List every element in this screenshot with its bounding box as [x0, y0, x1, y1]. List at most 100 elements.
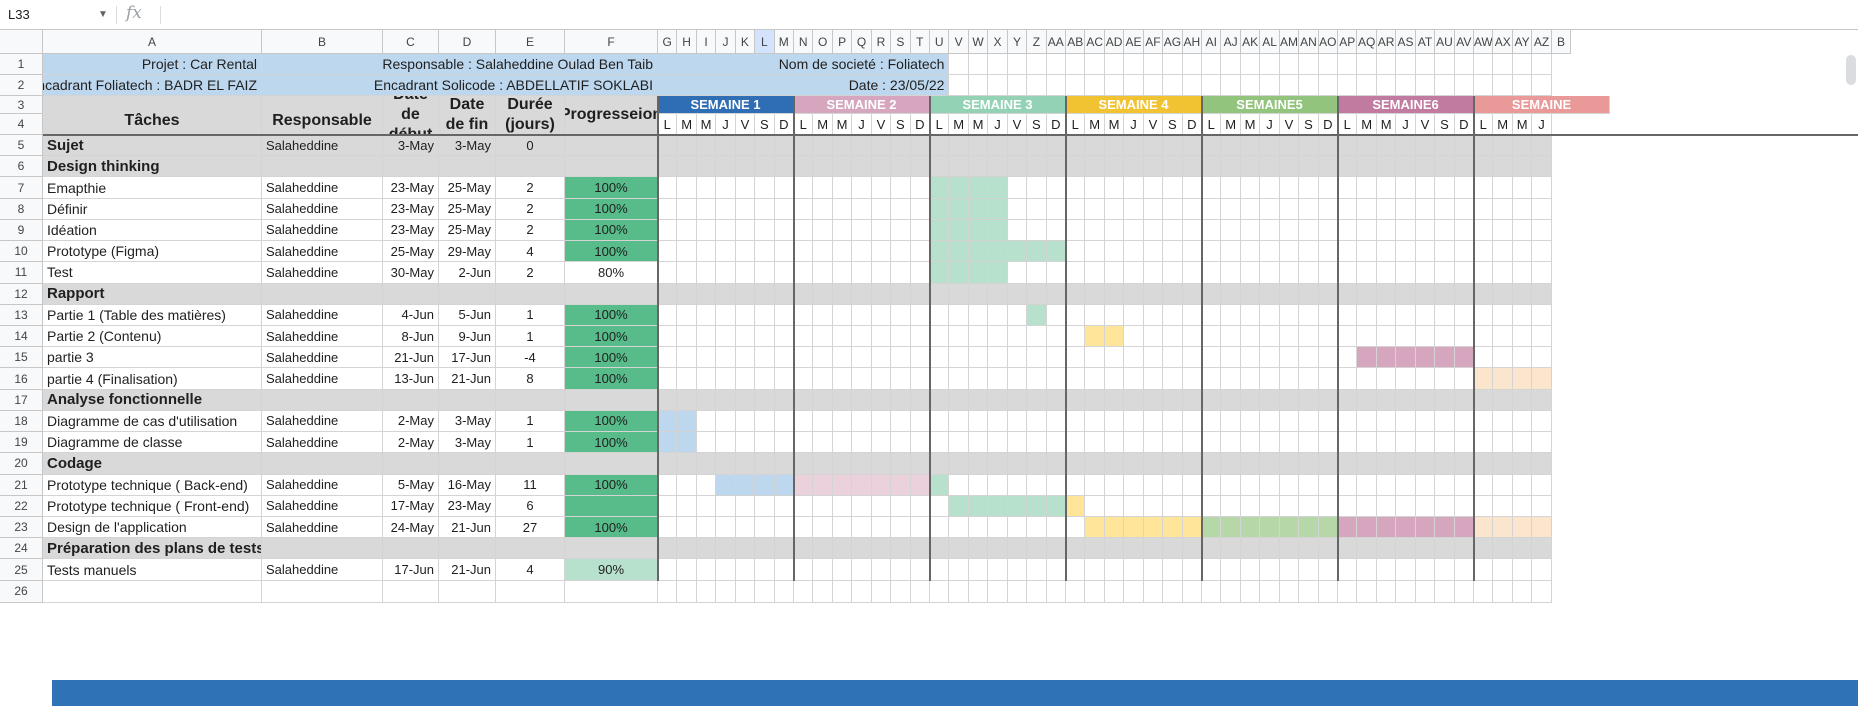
gantt-cell[interactable] [1454, 410, 1475, 433]
gantt-cell[interactable] [1085, 283, 1105, 305]
gantt-cell[interactable] [930, 283, 950, 305]
gantt-cell[interactable] [755, 474, 775, 496]
task-cell[interactable]: Sujet [43, 135, 262, 157]
grid-cell[interactable] [1512, 75, 1533, 96]
gantt-cell[interactable] [871, 198, 892, 220]
gantt-cell[interactable] [774, 135, 794, 157]
task-cell[interactable]: Prototype technique ( Front-end) [43, 495, 262, 517]
gantt-cell[interactable] [1532, 474, 1552, 496]
gantt-cell[interactable] [658, 410, 678, 433]
day-letter[interactable]: J [716, 114, 736, 135]
gantt-cell[interactable] [755, 495, 775, 517]
day-letter[interactable]: S [891, 114, 911, 135]
gantt-cell[interactable] [1182, 538, 1203, 560]
gantt-cell[interactable] [1182, 453, 1203, 475]
gantt-cell[interactable] [910, 283, 930, 305]
gantt-cell[interactable] [1182, 410, 1203, 433]
gantt-cell[interactable] [716, 262, 736, 284]
gantt-cell[interactable] [1085, 516, 1105, 539]
gantt-cell[interactable] [949, 368, 969, 390]
gantt-cell[interactable] [1027, 283, 1047, 305]
gantt-cell[interactable] [930, 135, 950, 157]
gantt-cell[interactable] [794, 304, 814, 326]
end-date-cell[interactable]: 3-May [439, 432, 496, 454]
gantt-cell[interactable] [735, 432, 756, 454]
grid-cell[interactable] [496, 580, 565, 603]
gantt-cell[interactable] [1279, 368, 1300, 390]
duration-cell[interactable]: 1 [496, 432, 565, 454]
gantt-cell[interactable] [1046, 495, 1067, 517]
gantt-cell[interactable] [891, 262, 911, 284]
gantt-cell[interactable] [1338, 304, 1358, 326]
gantt-cell[interactable] [1182, 241, 1203, 263]
gantt-cell[interactable] [1163, 304, 1183, 326]
gantt-cell[interactable] [988, 219, 1008, 242]
gantt-cell[interactable] [1260, 156, 1280, 178]
gantt-cell[interactable] [871, 241, 892, 263]
gantt-cell[interactable] [1376, 368, 1397, 390]
gantt-cell[interactable] [1221, 177, 1241, 199]
project-name-cell[interactable]: Projet : Car Rental [43, 54, 262, 75]
grid-cell[interactable] [852, 580, 872, 603]
gantt-cell[interactable] [1512, 453, 1533, 475]
gantt-cell[interactable] [735, 559, 756, 581]
gantt-cell[interactable] [891, 198, 911, 220]
gantt-cell[interactable] [1240, 325, 1261, 348]
gantt-cell[interactable] [871, 516, 892, 539]
gantt-cell[interactable] [852, 516, 872, 539]
gantt-cell[interactable] [1532, 219, 1552, 242]
gantt-cell[interactable] [735, 347, 756, 369]
gantt-cell[interactable] [735, 198, 756, 220]
gantt-cell[interactable] [1240, 262, 1261, 284]
grid-cell[interactable] [1299, 75, 1319, 96]
gantt-cell[interactable] [658, 474, 678, 496]
gantt-cell[interactable] [1202, 241, 1222, 263]
gantt-cell[interactable] [1454, 219, 1475, 242]
gantt-cell[interactable] [1104, 156, 1125, 178]
gantt-cell[interactable] [1493, 241, 1513, 263]
gantt-cell[interactable] [1357, 453, 1377, 475]
end-date-cell[interactable]: 16-May [439, 474, 496, 496]
gantt-cell[interactable] [1085, 156, 1105, 178]
grid-cell[interactable] [1143, 54, 1164, 75]
column-header-AV[interactable]: AV [1454, 30, 1475, 54]
gantt-cell[interactable] [696, 495, 717, 517]
gantt-cell[interactable] [677, 347, 697, 369]
end-date-cell[interactable] [439, 156, 496, 178]
gantt-cell[interactable] [1415, 177, 1436, 199]
day-letter[interactable]: M [1221, 114, 1241, 135]
row-header-3[interactable]: 3 [0, 96, 43, 114]
gantt-cell[interactable] [1260, 538, 1280, 560]
gantt-cell[interactable] [1532, 135, 1552, 157]
day-letter[interactable]: S [1435, 114, 1455, 135]
gantt-cell[interactable] [852, 177, 872, 199]
gantt-cell[interactable] [1454, 432, 1475, 454]
gantt-cell[interactable] [1454, 516, 1475, 539]
gantt-cell[interactable] [1202, 262, 1222, 284]
gantt-cell[interactable] [1260, 198, 1280, 220]
gantt-cell[interactable] [1124, 432, 1144, 454]
gantt-cell[interactable] [774, 410, 794, 433]
column-header-G[interactable]: G [658, 30, 678, 54]
column-header-N[interactable]: N [794, 30, 814, 54]
end-date-cell[interactable] [439, 538, 496, 560]
day-letter[interactable]: M [968, 114, 989, 135]
start-date-cell[interactable] [383, 538, 439, 560]
gantt-cell[interactable] [1007, 538, 1028, 560]
gantt-cell[interactable] [1221, 262, 1241, 284]
gantt-cell[interactable] [696, 453, 717, 475]
gantt-cell[interactable] [832, 241, 853, 263]
gantt-cell[interactable] [1124, 410, 1144, 433]
gantt-cell[interactable] [1182, 283, 1203, 305]
gantt-cell[interactable] [1221, 368, 1241, 390]
gantt-cell[interactable] [735, 177, 756, 199]
gantt-cell[interactable] [1046, 177, 1067, 199]
gantt-cell[interactable] [1532, 304, 1552, 326]
gantt-cell[interactable] [1066, 410, 1086, 433]
day-letter[interactable]: M [1512, 114, 1533, 135]
row-header-7[interactable]: 7 [0, 177, 43, 199]
row-header-14[interactable]: 14 [0, 325, 43, 348]
gantt-cell[interactable] [832, 156, 853, 178]
gantt-cell[interactable] [930, 198, 950, 220]
gantt-cell[interactable] [1299, 559, 1319, 581]
